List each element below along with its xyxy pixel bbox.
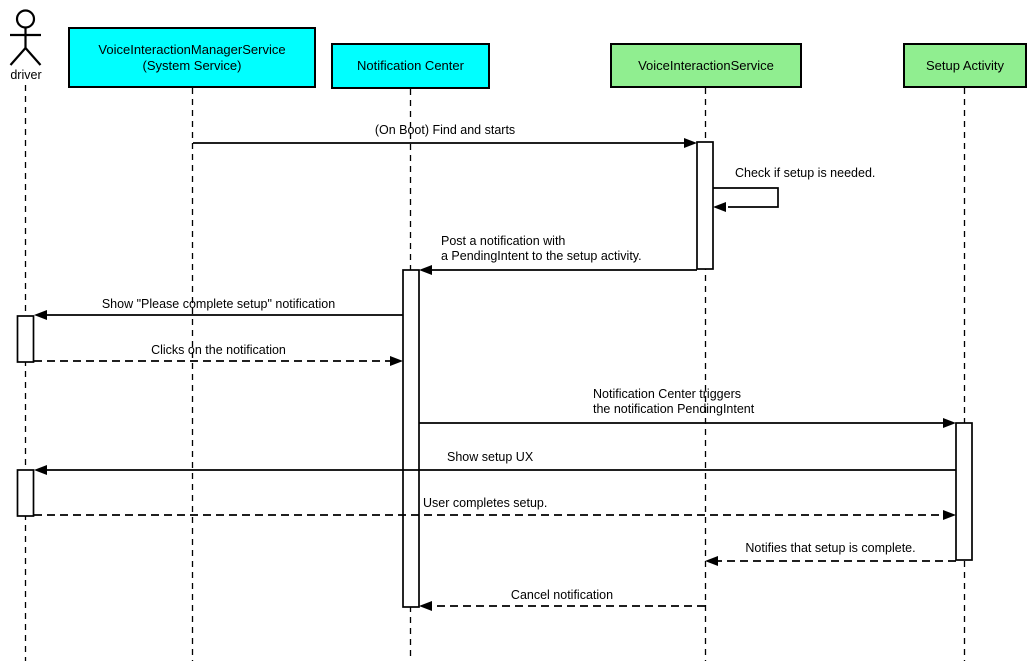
arrowhead (419, 601, 432, 611)
message-label-clicks-notification: Clicks on the notification (151, 343, 286, 357)
activation-bars (16, 141, 973, 608)
arrowhead (684, 138, 697, 148)
participant-voice-interaction-manager-service: VoiceInteractionManagerService (System S… (68, 27, 316, 88)
message-label-post-notification: Post a notification with a PendingIntent… (441, 234, 642, 263)
message-label-show-setup-ux: Show setup UX (447, 450, 534, 464)
arrowhead (390, 356, 403, 366)
message-arrow-check-if-setup-needed (713, 187, 779, 208)
activation-driver-2 (16, 469, 35, 517)
activation-driver-1 (16, 315, 35, 363)
participant-notification-center: Notification Center (331, 43, 490, 89)
message-label-on-boot-find-and-starts: (On Boot) Find and starts (374, 123, 516, 137)
message-label-show-setup-notification: Show "Please complete setup" notificatio… (101, 297, 336, 311)
message-label-user-completes-setup: User completes setup. (423, 496, 548, 510)
participant-voice-interaction-service: VoiceInteractionService (610, 43, 802, 88)
actor-driver-icon (9, 9, 42, 66)
arrowhead (943, 510, 956, 520)
activation-voice-interaction-service (696, 141, 714, 270)
message-label-triggers-pendingintent: Notification Center triggers the notific… (593, 387, 755, 416)
activation-setup-activity (955, 422, 973, 561)
message-label-check-if-setup-needed: Check if setup is needed. (735, 166, 876, 180)
arrowhead (705, 556, 718, 566)
arrowhead (943, 418, 956, 428)
arrowhead (34, 310, 47, 320)
message-label-cancel-notification: Cancel notification (510, 588, 614, 602)
arrowhead (419, 265, 432, 275)
message-label-notifies-setup-complete: Notifies that setup is complete. (745, 541, 916, 555)
activation-notification-center (402, 269, 420, 608)
message-arrows (34, 138, 956, 611)
actor-driver-label: driver (10, 68, 42, 82)
arrowhead (34, 465, 47, 475)
arrowhead (713, 202, 726, 212)
participant-setup-activity: Setup Activity (903, 43, 1027, 88)
